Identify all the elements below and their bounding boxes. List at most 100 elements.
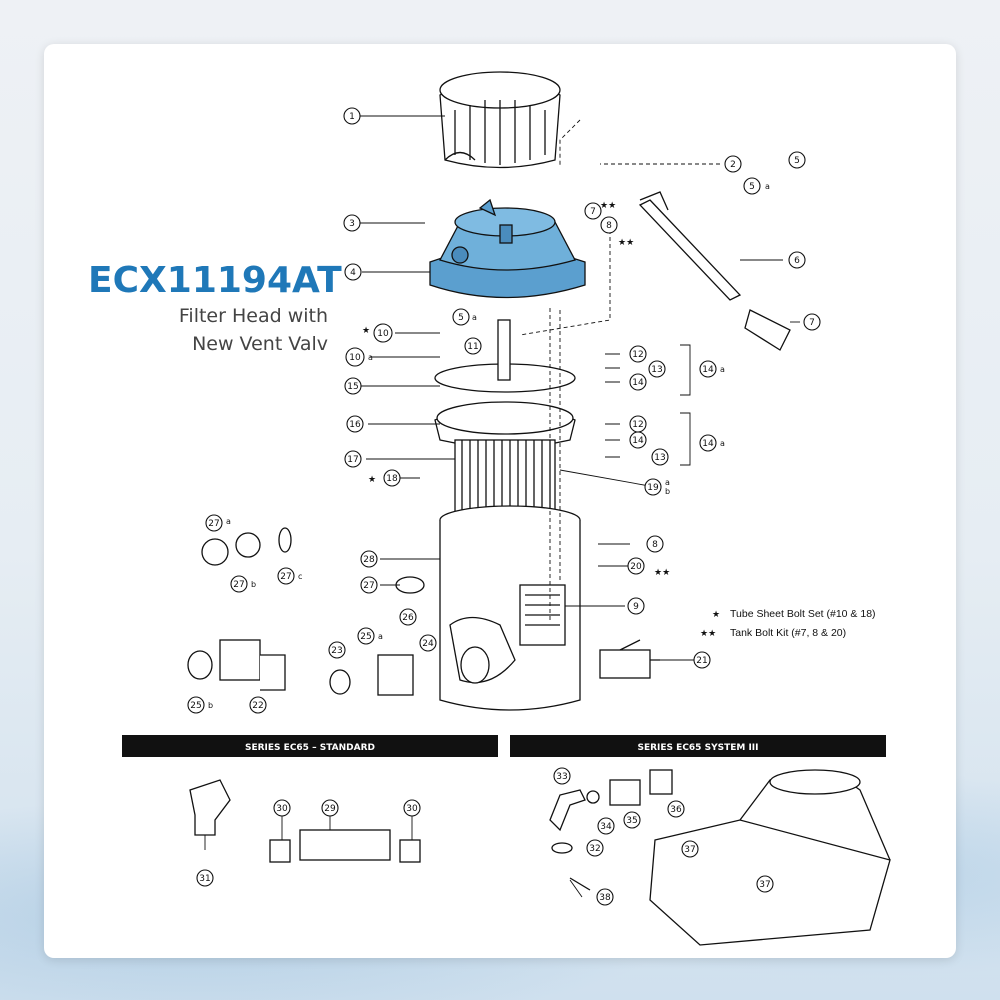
part-number: ECX11194AT — [88, 260, 342, 301]
diagram-card: 1 2 5 5 3 7 8 4 6 7 10 5 10 11 12 13 14 … — [44, 44, 956, 958]
legend-star-single: ★ — [712, 610, 720, 620]
fittings-left — [187, 527, 425, 696]
star-marker-7: ★★ — [600, 201, 616, 211]
callout-6: 6 — [794, 256, 800, 266]
callout-32: 32 — [589, 844, 600, 854]
suffix-19b: b — [665, 487, 670, 496]
callout-14-upper: 14 — [632, 378, 644, 388]
callout-25b: 25 — [190, 701, 201, 711]
callout-38: 38 — [599, 893, 611, 903]
callout-4: 4 — [350, 268, 356, 278]
part-1-dome-cover — [439, 71, 561, 169]
callout-12-lower: 12 — [632, 420, 643, 430]
callout-28: 28 — [363, 555, 375, 565]
callout-8-upper: 8 — [606, 221, 612, 231]
callout-33: 33 — [556, 772, 567, 782]
legend-tube-sheet-bolt-set: Tube Sheet Bolt Set (#10 & 18) — [730, 608, 876, 620]
callout-2: 2 — [730, 160, 736, 170]
callout-10: 10 — [377, 329, 389, 339]
section-headers: SERIES EC65 – STANDARD SERIES EC65 SYSTE… — [122, 735, 886, 757]
callout-35: 35 — [626, 816, 637, 826]
callout-circles — [187, 107, 821, 906]
suffix-14a-upper: a — [720, 365, 725, 374]
callout-27: 27 — [363, 581, 374, 591]
product-description-line1: Filter Head with — [179, 305, 328, 327]
suffix-25a: a — [378, 632, 383, 641]
system3-section-parts — [549, 769, 891, 946]
callout-22: 22 — [252, 701, 263, 711]
section-standard-title: SERIES EC65 – STANDARD — [245, 743, 375, 753]
part-15-tube-sheet — [434, 319, 576, 393]
callout-31: 31 — [199, 874, 210, 884]
suffix-25b: b — [208, 701, 213, 710]
callout-11: 11 — [467, 342, 478, 352]
callout-37-right: 37 — [759, 880, 770, 890]
callout-7-upper: 7 — [590, 207, 596, 217]
part-9-tank — [439, 505, 581, 711]
callout-5a: 5 — [749, 182, 755, 192]
star-marker-10: ★ — [362, 326, 370, 336]
suffix-10a: a — [368, 353, 373, 362]
callout-3: 3 — [349, 219, 355, 229]
part-6-tool — [638, 191, 742, 301]
callout-14-lower: 14 — [632, 436, 644, 446]
standard-section-parts — [189, 779, 421, 863]
legend-tank-bolt-kit: Tank Bolt Kit (#7, 8 & 20) — [730, 627, 846, 639]
part-16-manifold — [434, 401, 576, 449]
callout-10a: 10 — [349, 353, 361, 363]
callout-1: 1 — [349, 112, 355, 122]
callout-25a: 25 — [360, 632, 371, 642]
callout-24: 24 — [422, 639, 434, 649]
callout-suffixes: a a a a a a b a b c a b — [208, 182, 770, 710]
legend-star-double: ★★ — [700, 629, 716, 639]
callout-9: 9 — [633, 602, 639, 612]
section-system3-title: SERIES EC65 SYSTEM III — [638, 743, 759, 753]
callout-5: 5 — [794, 156, 800, 166]
callout-7-right: 7 — [809, 318, 815, 328]
star-marker-18: ★ — [368, 475, 376, 485]
suffix-19a: a — [665, 478, 670, 487]
callout-8-lower: 8 — [652, 540, 658, 550]
callout-18: 18 — [386, 474, 398, 484]
callout-26: 26 — [402, 613, 414, 623]
callout-20: 20 — [630, 562, 642, 572]
callout-17: 17 — [347, 455, 358, 465]
leader-lines — [204, 115, 800, 898]
callout-30-right: 30 — [406, 804, 418, 814]
callout-23: 23 — [331, 646, 342, 656]
callout-30-left: 30 — [276, 804, 288, 814]
callout-34: 34 — [600, 822, 612, 832]
callout-27a: 27 — [208, 519, 219, 529]
product-label: ECX11194AT Filter Head with New Vent Val… — [82, 250, 342, 360]
callout-15: 15 — [347, 382, 358, 392]
callout-5b: 5 — [458, 313, 464, 323]
suffix-5a: a — [765, 182, 770, 191]
callout-21: 21 — [696, 656, 707, 666]
callout-14a-upper: 14 — [702, 365, 714, 375]
callout-27b: 27 — [233, 580, 244, 590]
callout-16: 16 — [349, 420, 361, 430]
star-marker-20: ★★ — [654, 568, 670, 578]
callout-13-lower: 13 — [654, 453, 665, 463]
exploded-parts-diagram: 1 2 5 5 3 7 8 4 6 7 10 5 10 11 12 13 14 … — [82, 71, 891, 946]
callout-12-upper: 12 — [632, 350, 643, 360]
callout-13-upper: 13 — [651, 365, 662, 375]
part-7-fitting — [744, 309, 791, 351]
suffix-27b: b — [251, 580, 256, 589]
callout-labels: 1 2 5 5 3 7 8 4 6 7 10 5 10 11 12 13 14 … — [190, 112, 815, 903]
callout-29: 29 — [324, 804, 336, 814]
suffix-5b: a — [472, 313, 477, 322]
callout-36: 36 — [670, 805, 682, 815]
callout-19: 19 — [647, 483, 659, 493]
callout-27c: 27 — [280, 572, 291, 582]
callout-14a-lower: 14 — [702, 439, 714, 449]
callout-stars: ★★ ★★ ★ ★ ★★ — [362, 201, 670, 578]
part-4-filter-head-highlighted — [429, 198, 586, 299]
suffix-27c: c — [298, 572, 302, 581]
part-21-valve — [599, 639, 660, 679]
legend: ★ Tube Sheet Bolt Set (#10 & 18) ★★ Tank… — [700, 608, 876, 639]
callout-37-left: 37 — [684, 845, 695, 855]
suffix-14a-lower: a — [720, 439, 725, 448]
star-marker-8: ★★ — [618, 238, 634, 248]
product-description-line2: New Vent Valv — [192, 333, 328, 355]
